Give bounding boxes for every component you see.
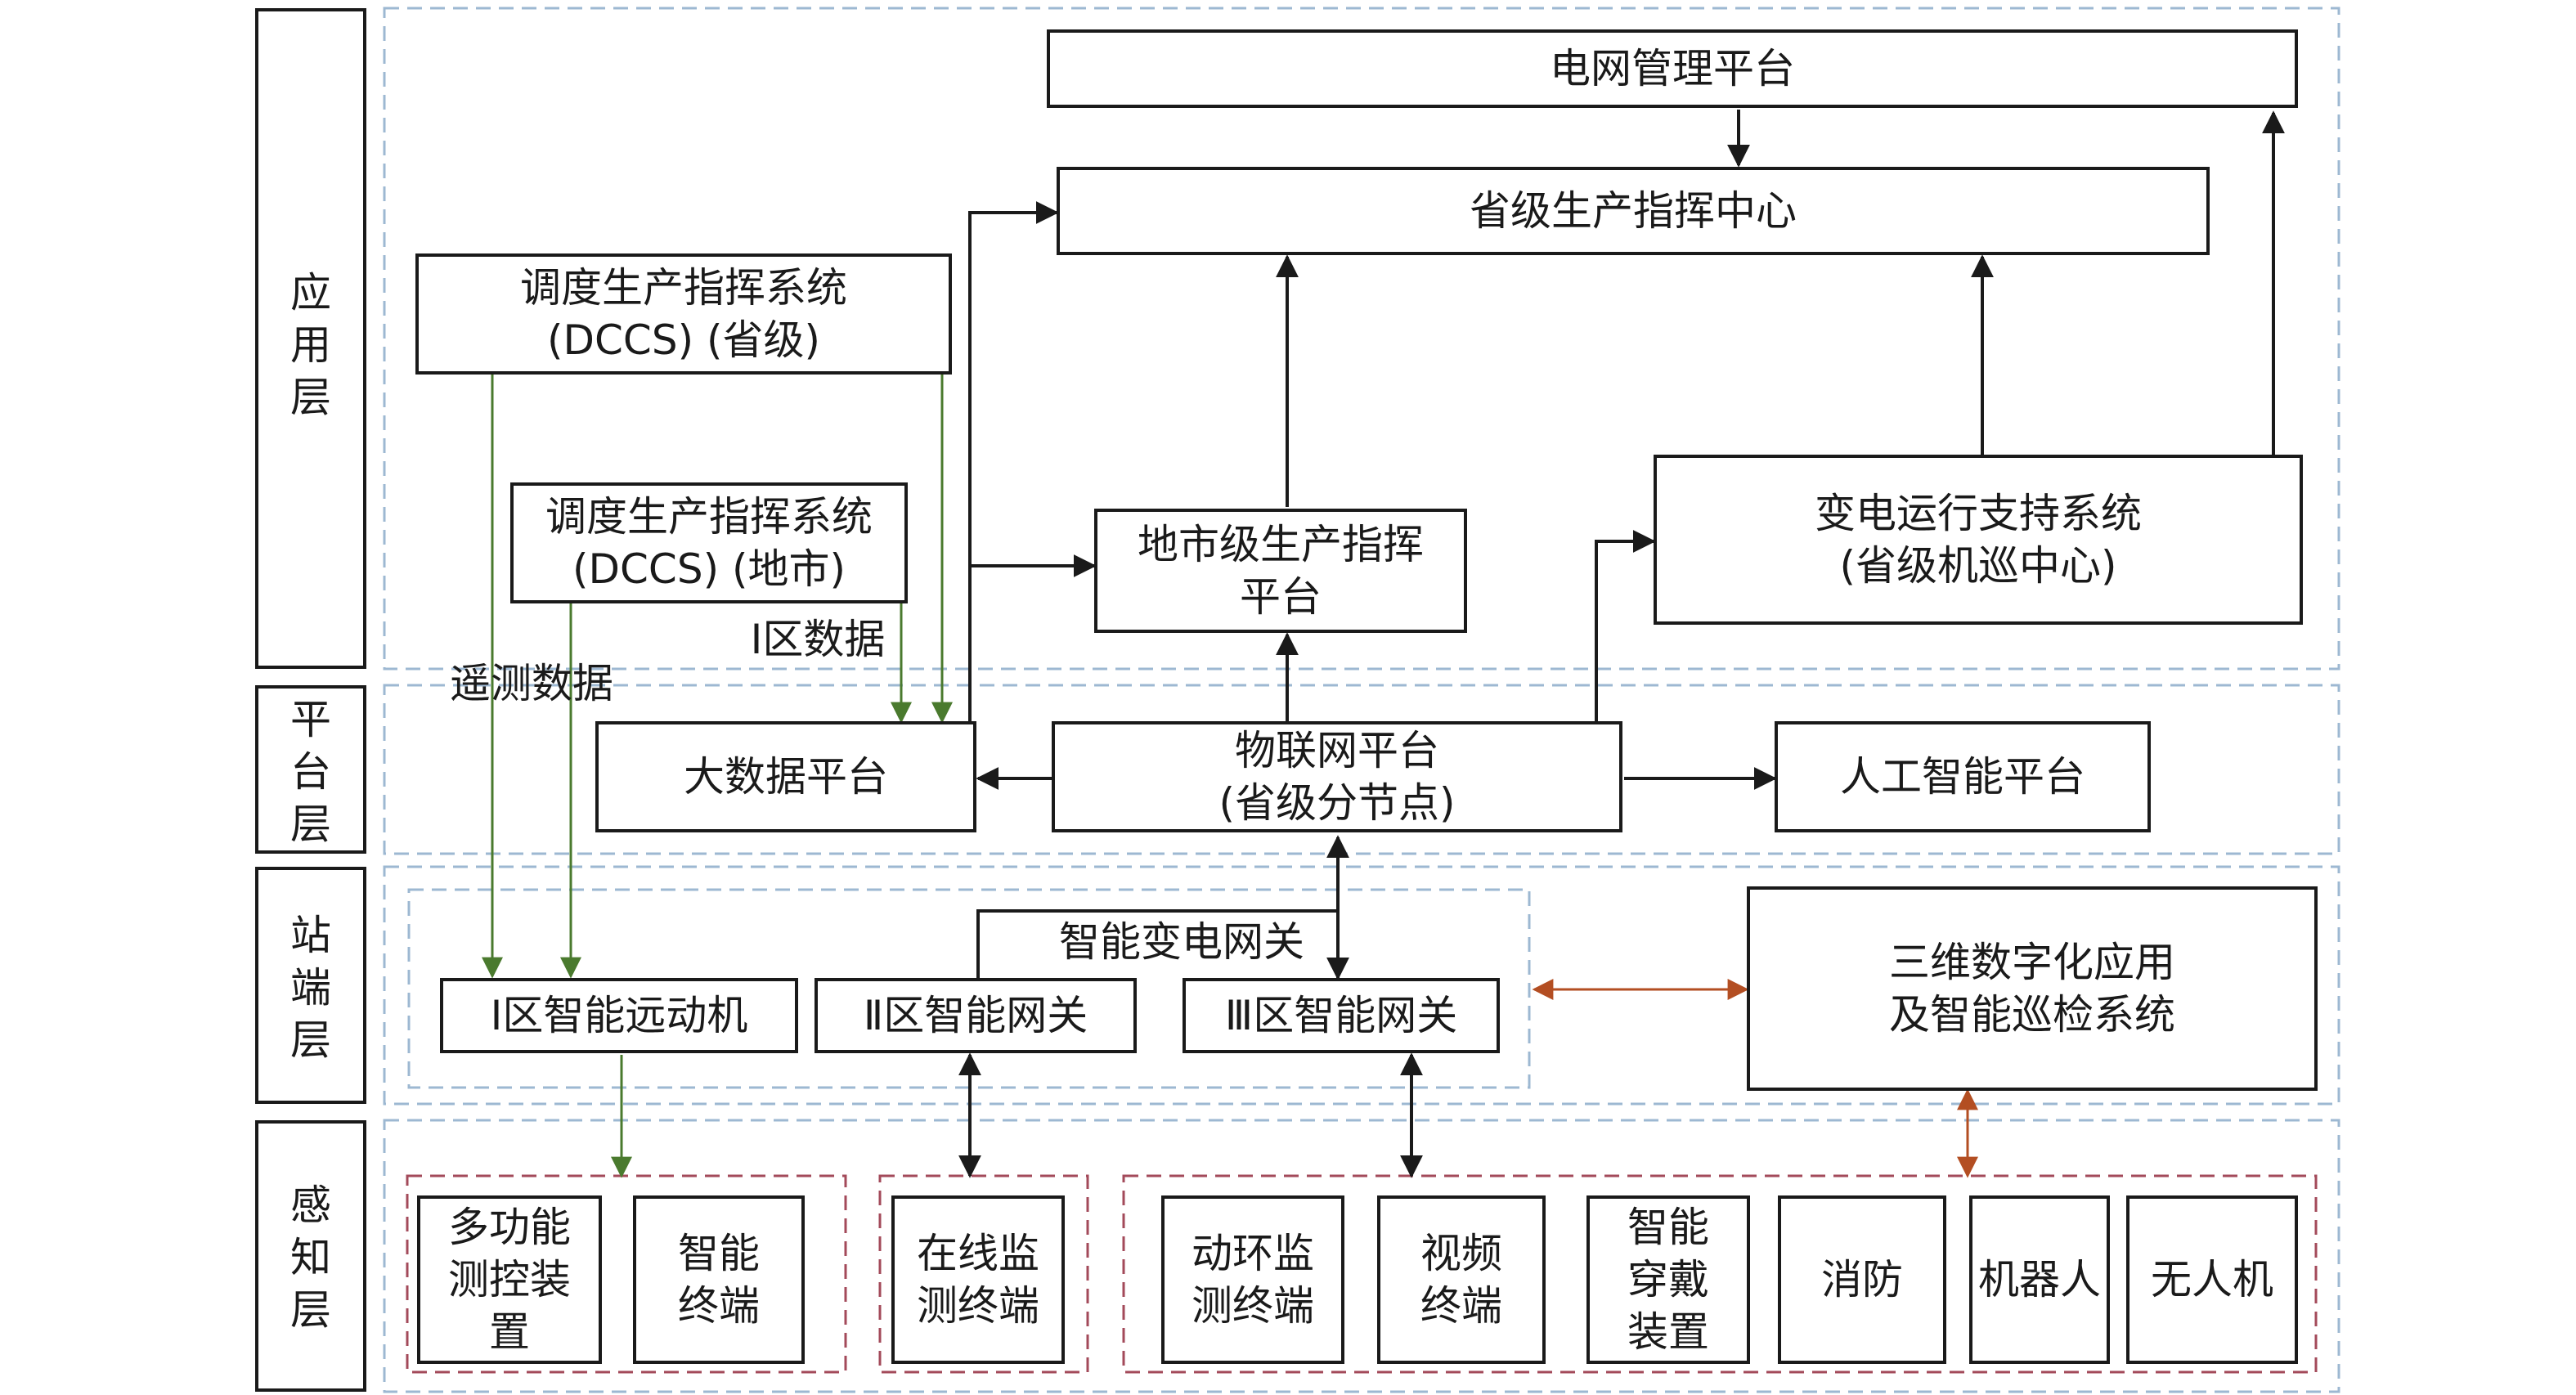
online-monitoring-terminal: 在线监 测终端: [891, 1195, 1065, 1364]
platform-layer-label: 平 台 层: [255, 685, 366, 854]
video-terminal: 视频 终端: [1377, 1195, 1546, 1364]
iot-platform: 物联网平台 (省级分节点): [1052, 721, 1622, 832]
gateway-group-label: 智能变电网关: [1059, 918, 1304, 966]
perception-layer-label: 感 知 层: [255, 1120, 366, 1392]
robot: 机器人: [1969, 1195, 2110, 1364]
multi-function-measure-control-device: 多功能 测控装 置: [417, 1195, 602, 1364]
fire-protection: 消防: [1778, 1195, 1946, 1364]
drone: 无人机: [2126, 1195, 2298, 1364]
city-command-platform: 地市级生产指挥 平台: [1094, 509, 1467, 633]
arrow-iot-to-substation: [1595, 530, 1656, 721]
grid-management-platform: 电网管理平台: [1047, 29, 2298, 108]
station-layer-label: 站 端 层: [255, 867, 366, 1104]
platform-layer-region: [383, 684, 2340, 855]
big-data-platform: 大数据平台: [595, 721, 976, 832]
zone1-data-label: Ⅰ区数据: [750, 616, 886, 663]
dccs-city: 调度生产指挥系统 (DCCS) (地市): [510, 482, 908, 603]
device-group-3: [1122, 1174, 2318, 1374]
application-layer-label: 应 用 层: [255, 8, 366, 669]
zone1-smart-rtu: Ⅰ区智能远动机: [440, 978, 798, 1053]
application-layer-region: [383, 7, 2340, 671]
station-layer-region: [383, 865, 2340, 1106]
gateway-group-connector: [976, 909, 1338, 981]
smart-wearable-device: 智能 穿戴 装置: [1586, 1195, 1750, 1364]
arrow-bigdata-to-province: [968, 201, 1059, 721]
ai-platform: 人工智能平台: [1775, 721, 2151, 832]
provincial-command-center: 省级生产指挥中心: [1057, 167, 2210, 255]
environment-monitoring-terminal: 动环监 测终端: [1161, 1195, 1344, 1364]
substation-operation-support-system: 变电运行支持系统 (省级机巡中心): [1654, 455, 2303, 625]
telemetry-data-label: 遥测数据: [450, 660, 613, 707]
device-group-2: [878, 1174, 1089, 1374]
zone3-smart-gateway: Ⅲ区智能网关: [1183, 978, 1500, 1053]
3d-digital-inspection-system: 三维数字化应用 及智能巡检系统: [1747, 886, 2318, 1091]
dccs-provincial: 调度生产指挥系统 (DCCS) (省级): [415, 253, 952, 375]
zone2-smart-gateway: Ⅱ区智能网关: [815, 978, 1137, 1053]
smart-terminal: 智能 终端: [633, 1195, 805, 1364]
perception-layer-region: [383, 1119, 2340, 1393]
